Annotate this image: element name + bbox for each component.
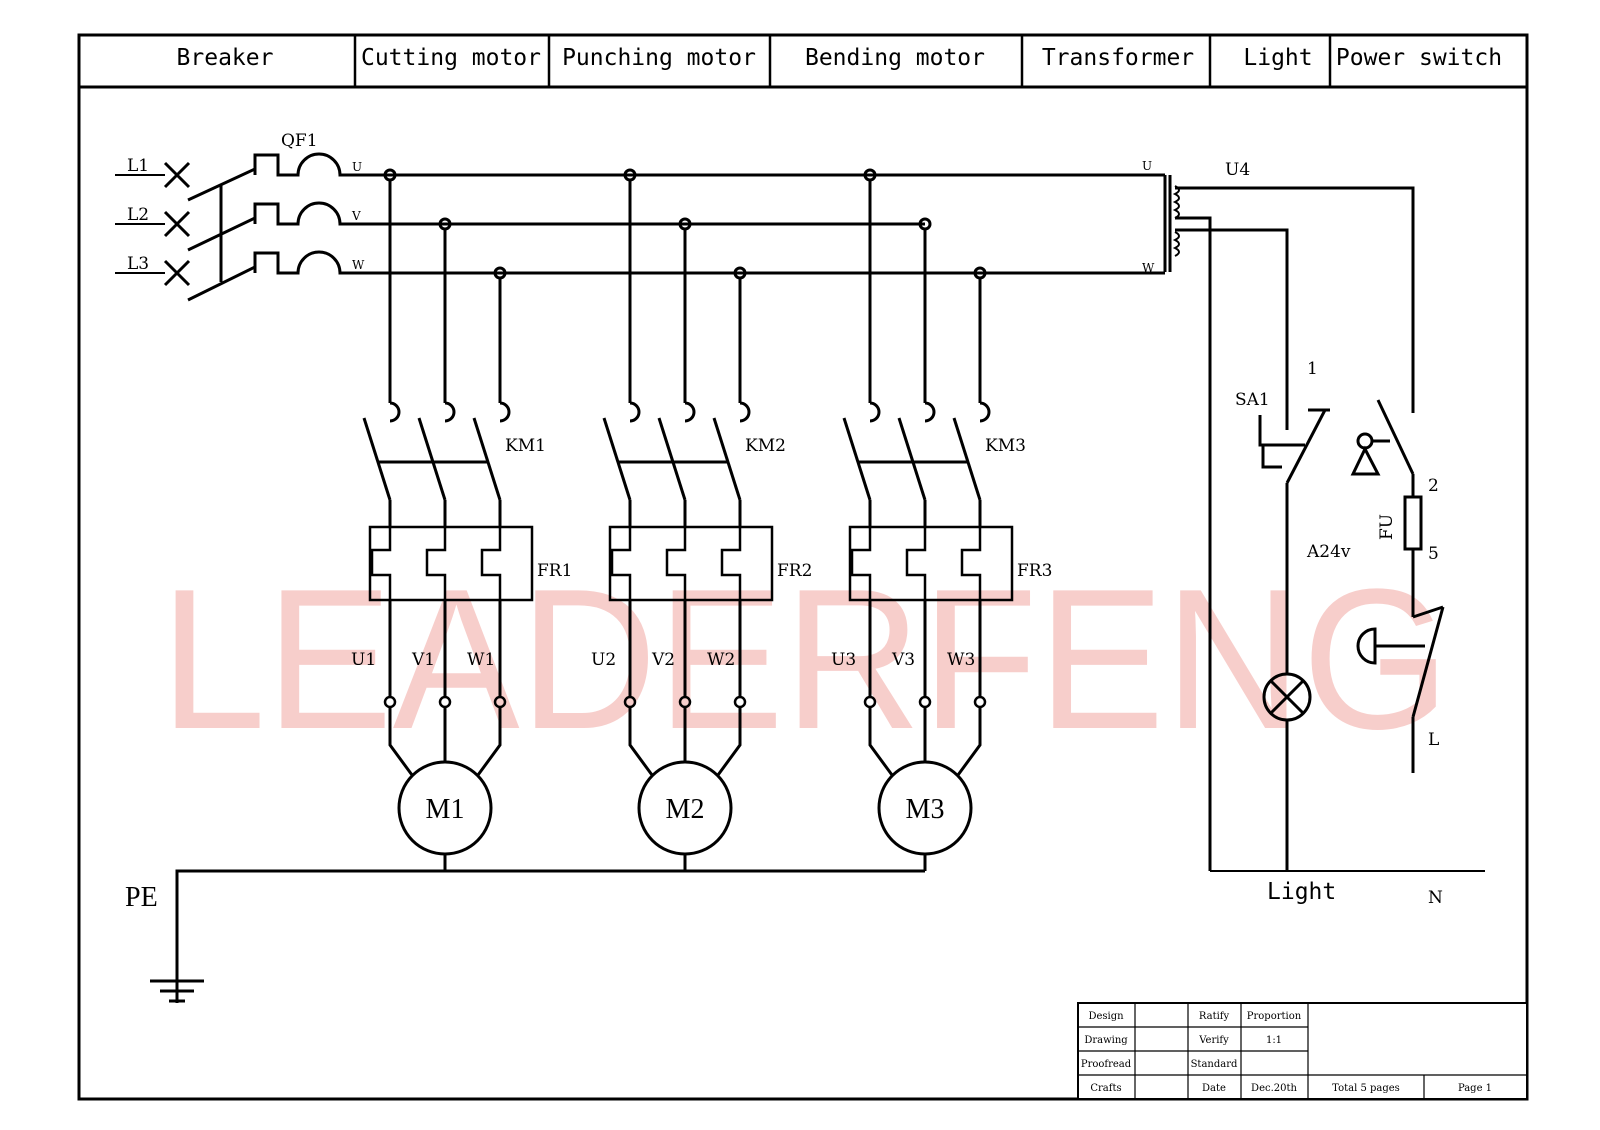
label-l1: L1	[127, 156, 149, 176]
tb-proportion: Proportion	[1247, 1011, 1302, 1022]
terminal-label: V1	[411, 650, 435, 670]
relay-label-1: FR1	[537, 561, 572, 581]
fuse-symbol	[1403, 495, 1423, 551]
label-pe: PE	[125, 882, 158, 913]
terminal-label: V3	[891, 650, 915, 670]
light-circuit: SA1 1 A24v	[1235, 359, 1351, 871]
bus-lines	[390, 173, 1165, 275]
tb-crafts: Crafts	[1090, 1083, 1121, 1094]
drawing-frame	[77, 33, 1529, 1101]
label-a24v: A24v	[1306, 542, 1351, 562]
power-switch-circuit: FU 2 5 L	[1210, 399, 1485, 872]
label-phase-w: W	[352, 258, 365, 272]
label-fu: FU	[1377, 514, 1397, 540]
tb-verify: Verify	[1198, 1035, 1229, 1046]
tb-date-label: Date	[1202, 1083, 1226, 1094]
relay-label-2: FR2	[777, 561, 812, 581]
header-row: Breaker Cutting motor Punching motor Ben…	[177, 45, 1503, 71]
header-transformer: Transformer	[1042, 45, 1194, 71]
header-power-switch: Power switch	[1336, 45, 1502, 71]
label-l2: L2	[127, 205, 149, 225]
label-switch-1: 1	[1307, 359, 1318, 379]
tb-standard: Standard	[1191, 1059, 1238, 1070]
label-u4: U4	[1225, 160, 1250, 180]
contactor-label-3: KM3	[985, 436, 1026, 456]
header-light: Light	[1243, 45, 1312, 71]
ground-section	[150, 869, 925, 1003]
label-light: Light	[1267, 879, 1336, 905]
label-qf1: QF1	[281, 131, 318, 151]
label-transformer-u: U	[1142, 159, 1152, 173]
header-bending-motor: Bending motor	[805, 45, 985, 71]
breaker-x-marks	[163, 161, 191, 287]
label-transformer-w: W	[1142, 261, 1155, 275]
tb-ratify: Ratify	[1199, 1011, 1230, 1022]
label-l3: L3	[127, 254, 149, 274]
tb-proofread: Proofread	[1081, 1059, 1132, 1070]
thermal-relay-box	[608, 525, 774, 602]
contactor-label-1: KM1	[505, 436, 546, 456]
thermal-relay-box	[848, 525, 1014, 602]
motor-label-3: M3	[906, 794, 945, 825]
header-cutting-motor: Cutting motor	[361, 45, 541, 71]
breaker-poles	[253, 152, 390, 275]
terminal-label: U3	[831, 650, 856, 670]
label-n: N	[1428, 888, 1443, 908]
tb-page: Page 1	[1458, 1083, 1492, 1094]
terminal-label: V2	[651, 650, 675, 670]
label-l: L	[1428, 730, 1439, 750]
terminal-label: U2	[591, 650, 616, 670]
contactor-label-2: KM2	[745, 436, 786, 456]
label-5: 5	[1428, 544, 1439, 564]
motor-label-2: M2	[666, 794, 705, 825]
terminal-label: W1	[467, 650, 495, 670]
label-sa1: SA1	[1235, 390, 1270, 410]
title-block: Design Ratify Proportion Drawing Verify …	[1077, 1002, 1528, 1100]
label-phase-v: V	[351, 209, 361, 223]
transformer-section: U W U4	[1142, 159, 1415, 871]
tb-design: Design	[1088, 1011, 1124, 1022]
tb-total-pages: Total 5 pages	[1332, 1083, 1400, 1094]
motor-label-1: M1	[426, 794, 465, 825]
label-2: 2	[1428, 476, 1439, 496]
tb-scale: 1:1	[1266, 1035, 1282, 1046]
breaker-section: L1 L2 L3 QF1 U V W	[115, 131, 390, 302]
relay-label-3: FR3	[1017, 561, 1052, 581]
tb-drawing: Drawing	[1084, 1035, 1128, 1046]
header-dividers	[353, 35, 1332, 87]
header-breaker: Breaker	[177, 45, 274, 71]
terminal-label: W3	[947, 650, 975, 670]
label-phase-u: U	[352, 160, 362, 174]
tb-date: Dec.20th	[1251, 1083, 1297, 1094]
terminal-label: W2	[707, 650, 735, 670]
thermal-relay-box	[368, 525, 534, 602]
terminal-label: U1	[351, 650, 376, 670]
header-punching-motor: Punching motor	[562, 45, 756, 71]
watermark: LEADERFENG	[160, 548, 1450, 771]
